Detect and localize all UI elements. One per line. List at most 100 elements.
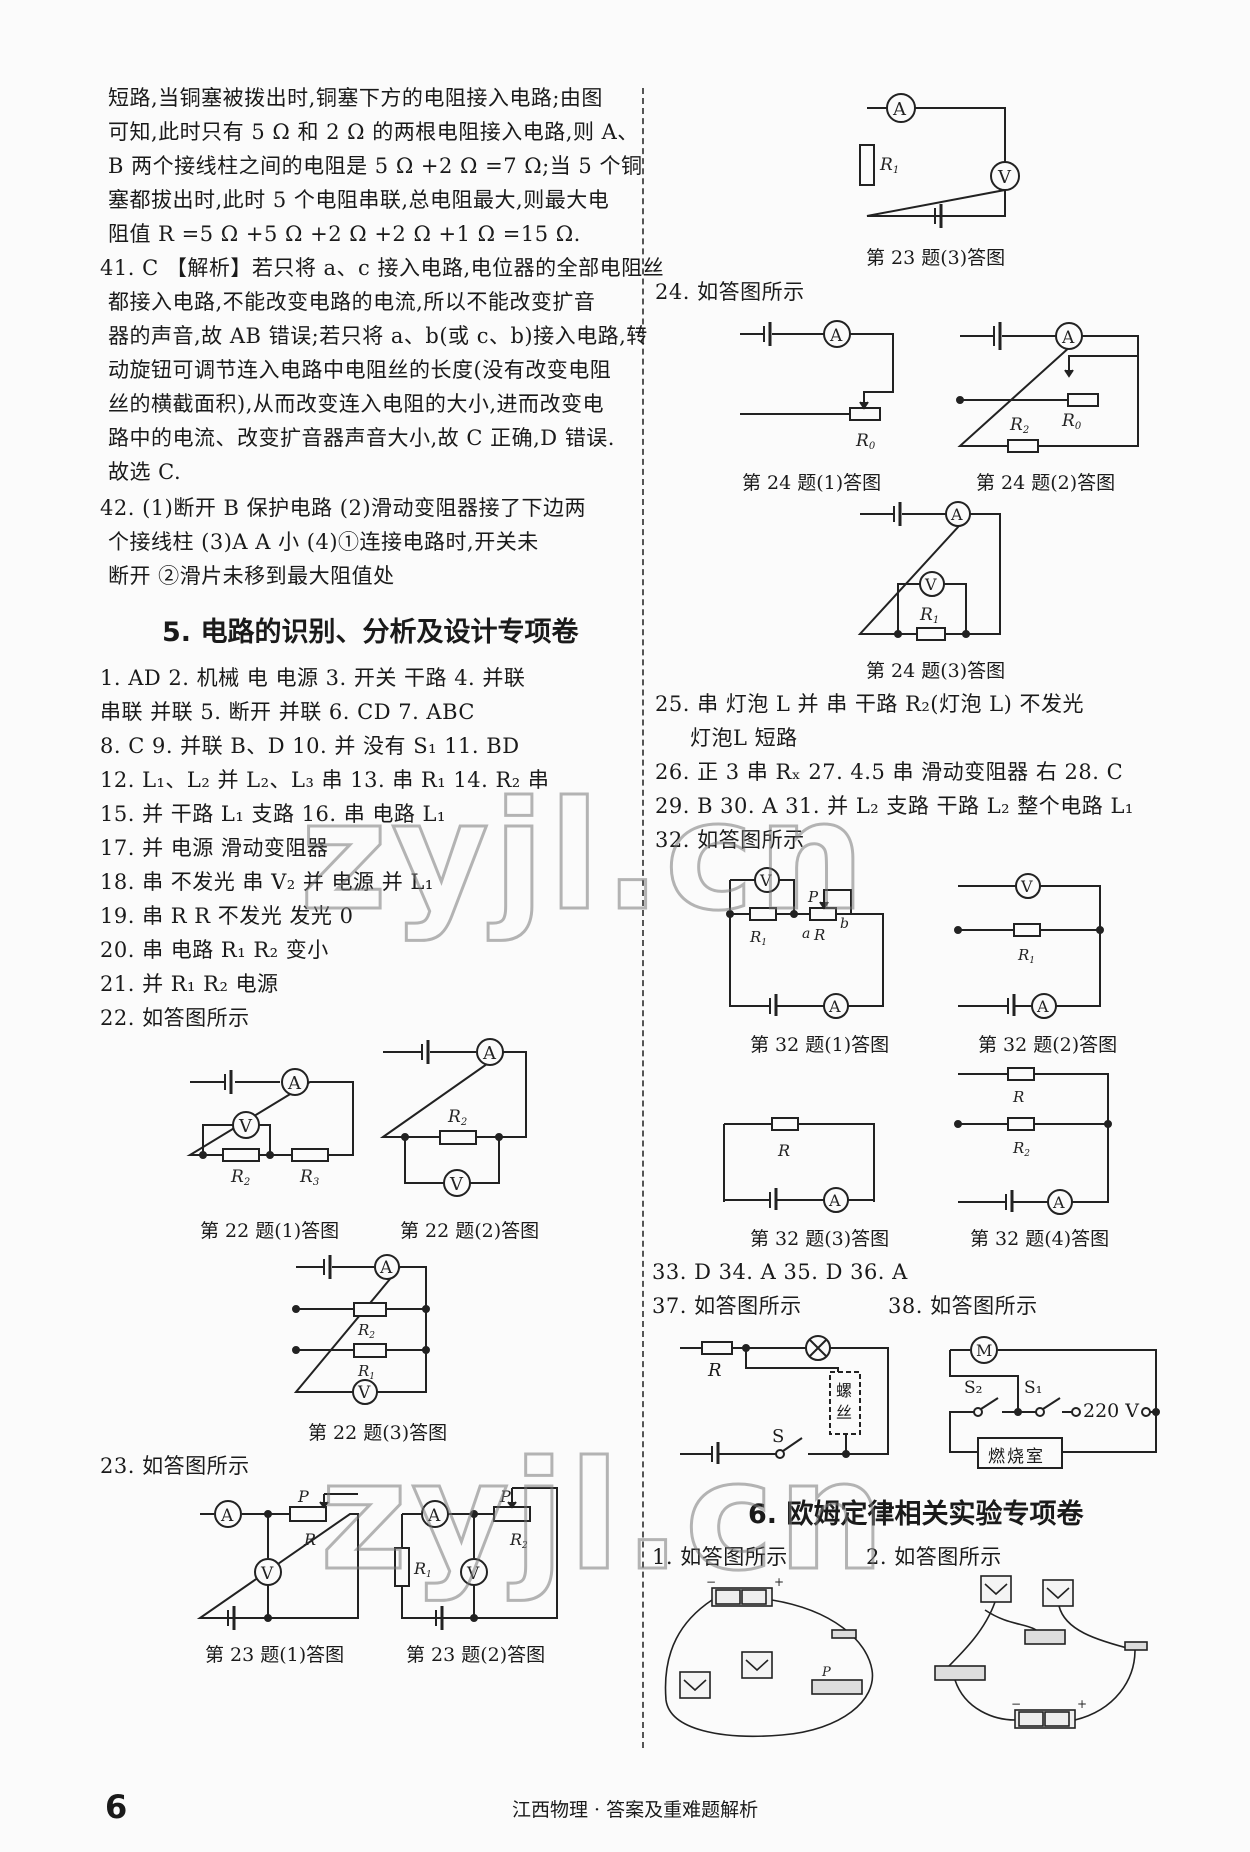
figure-q37: R S 螺丝 bbox=[678, 1330, 908, 1464]
caption-q32-3: 第 32 题(3)答图 bbox=[750, 1228, 890, 1250]
q41-line-6: 路中的电流、改变扩音器声音大小,故 C 正确,D 错误. bbox=[108, 426, 615, 450]
svg-text:−: − bbox=[1011, 1697, 1021, 1711]
svg-text:R3: R3 bbox=[299, 1167, 319, 1188]
s5-answer-line-3: 8. C 9. 并联 B、D 10. 并 没有 S₁ 11. BD bbox=[100, 734, 520, 758]
svg-text:A: A bbox=[828, 1191, 841, 1210]
figure-s6-q2-apparatus: − + bbox=[925, 1570, 1155, 1744]
s5-answer-line-2: 串联 并联 5. 断开 并联 6. CD 7. ABC bbox=[100, 700, 475, 724]
figure-q23-2: A V P R2 R1 bbox=[394, 1486, 570, 1630]
svg-text:R: R bbox=[1012, 1088, 1024, 1106]
q41-line-3: 器的声音,故 AB 错误;若只将 a、b(或 c、b)接入电路,转 bbox=[108, 324, 648, 348]
q24-label: 24. 如答图所示 bbox=[655, 280, 805, 304]
q37-switch-label: S bbox=[772, 1426, 785, 1447]
q25-line-1: 25. 串 灯泡 L 并 串 干路 R₂(灯泡 L) 不发光 bbox=[655, 692, 1084, 716]
svg-text:V: V bbox=[449, 1174, 464, 1195]
s5-answer-line-5: 15. 并 干路 L₁ 支路 16. 串 电路 L₁ bbox=[100, 802, 446, 826]
svg-text:R1: R1 bbox=[357, 1362, 375, 1382]
s6-q2-label: 2. 如答图所示 bbox=[866, 1545, 1002, 1569]
s6-q1-label: 1. 如答图所示 bbox=[652, 1545, 788, 1569]
figure-q22-1: A V R2 R3 bbox=[185, 1068, 375, 1194]
caption-q32-1: 第 32 题(1)答图 bbox=[750, 1034, 890, 1056]
figure-q24-1: A R0 bbox=[738, 320, 908, 456]
svg-text:R0: R0 bbox=[855, 431, 876, 452]
svg-text:P: P bbox=[807, 888, 819, 906]
svg-text:V: V bbox=[238, 1116, 253, 1137]
svg-text:+: + bbox=[1077, 1697, 1087, 1711]
figure-q22-3: A V R2 R1 bbox=[284, 1254, 444, 1409]
svg-text:+: + bbox=[774, 1575, 784, 1589]
s5-answer-line-7: 18. 串 不发光 串 V₂ 并 电源 并 L₁ bbox=[100, 870, 434, 894]
figure-q24-2: A R2 R0 bbox=[956, 318, 1139, 462]
svg-text:A: A bbox=[379, 1258, 393, 1278]
q42-line-2: 个接线柱 (3)A A 小 (4)①连接电路时,开关未 bbox=[108, 530, 539, 554]
svg-text:A: A bbox=[220, 1506, 234, 1526]
svg-text:A: A bbox=[1061, 328, 1075, 348]
svg-text:V: V bbox=[260, 1564, 274, 1584]
caption-q22-1: 第 22 题(1)答图 bbox=[200, 1220, 340, 1242]
q33-36-line: 33. D 34. A 35. D 36. A bbox=[652, 1260, 908, 1284]
svg-text:a: a bbox=[802, 926, 810, 942]
svg-text:R1: R1 bbox=[919, 605, 939, 626]
svg-text:A: A bbox=[482, 1043, 497, 1064]
svg-text:R2: R2 bbox=[230, 1167, 250, 1188]
figure-q32-1: V A R1 a R b P bbox=[716, 866, 896, 1020]
q40-line-2: 可知,此时只有 5 Ω 和 2 Ω 的两根电阻接入电路,则 A、 bbox=[108, 120, 639, 144]
svg-text:V: V bbox=[924, 575, 937, 594]
svg-text:R1: R1 bbox=[879, 155, 899, 176]
svg-text:P: P bbox=[297, 1487, 309, 1506]
svg-text:R2: R2 bbox=[1009, 415, 1029, 436]
caption-q23-1: 第 23 题(1)答图 bbox=[205, 1644, 345, 1666]
q40-line-3: B 两个接线柱之间的电阻是 5 Ω +2 Ω =7 Ω;当 5 个铜 bbox=[108, 154, 643, 178]
q37-resistor-label: R bbox=[708, 1360, 722, 1381]
footer-title: 江西物理 · 答案及重难题解析 bbox=[512, 1799, 759, 1821]
figure-q32-3: A R bbox=[716, 1068, 886, 1213]
q42-line-1: 42. (1)断开 B 保护电路 (2)滑动变阻器接了下边两 bbox=[100, 496, 587, 520]
s5-answer-line-11: 22. 如答图所示 bbox=[100, 1006, 250, 1030]
figure-q22-2: A V R2 bbox=[378, 1038, 538, 1197]
figure-q23-3: A V R1 bbox=[859, 90, 1022, 229]
figure-q23-1: A V P R bbox=[196, 1486, 368, 1630]
caption-q32-2: 第 32 题(2)答图 bbox=[978, 1034, 1118, 1056]
s5-answer-line-1: 1. AD 2. 机械 电 电源 3. 开关 干路 4. 并联 bbox=[100, 666, 526, 690]
svg-text:A: A bbox=[427, 1506, 441, 1526]
svg-text:−: − bbox=[706, 1575, 716, 1589]
s5-answer-line-8: 19. 串 R R 不发光 发光 0 bbox=[100, 904, 354, 928]
caption-q22-3: 第 22 题(3)答图 bbox=[308, 1422, 448, 1444]
svg-text:P: P bbox=[821, 1665, 831, 1680]
svg-text:R1: R1 bbox=[1017, 946, 1035, 966]
q38-s2-label: S₂ bbox=[964, 1378, 983, 1398]
figure-q24-3: A V R1 bbox=[856, 500, 1006, 644]
svg-text:M: M bbox=[976, 1341, 992, 1360]
svg-text:V: V bbox=[357, 1383, 371, 1403]
q41-line-1: 41. C 【解析】若只将 a、c 接入电路,电位器的全部电阻丝 bbox=[100, 256, 665, 280]
q41-line-5: 丝的横截面积),从而改变连入电阻的大小,进而改变电 bbox=[108, 392, 605, 416]
svg-text:A: A bbox=[828, 997, 841, 1016]
svg-text:A: A bbox=[950, 505, 963, 524]
svg-text:V: V bbox=[997, 167, 1012, 188]
svg-text:R2: R2 bbox=[447, 1107, 467, 1128]
svg-text:A: A bbox=[1052, 1193, 1065, 1212]
caption-q23-2: 第 23 题(2)答图 bbox=[406, 1644, 546, 1666]
caption-q32-4: 第 32 题(4)答图 bbox=[970, 1228, 1110, 1250]
q41-line-4: 动旋钮可调节连入电路中电阻丝的长度(没有改变电阻 bbox=[108, 358, 612, 382]
svg-text:R2: R2 bbox=[357, 1321, 375, 1341]
caption-q24-3: 第 24 题(3)答图 bbox=[866, 660, 1006, 682]
q38-s1-label: S₁ bbox=[1024, 1378, 1043, 1398]
column-divider bbox=[642, 88, 644, 1748]
caption-q22-2: 第 22 题(2)答图 bbox=[400, 1220, 540, 1242]
q41-line-7: 故选 C. bbox=[108, 460, 182, 484]
q38-chamber-label: 燃烧室 bbox=[988, 1447, 1045, 1467]
svg-text:A: A bbox=[829, 326, 843, 346]
svg-text:R2: R2 bbox=[1012, 1139, 1030, 1159]
svg-text:b: b bbox=[840, 916, 849, 932]
s5-answer-line-10: 21. 并 R₁ R₂ 电源 bbox=[100, 972, 279, 996]
page-number: 6 bbox=[105, 1788, 128, 1826]
q23-label: 23. 如答图所示 bbox=[100, 1454, 250, 1478]
svg-text:P: P bbox=[499, 1487, 511, 1506]
figure-s6-q1-apparatus: − + P bbox=[662, 1575, 882, 1744]
q38-label: 38. 如答图所示 bbox=[888, 1294, 1038, 1318]
figure-q38: M S₂ S₁ 220 V 燃烧室 bbox=[942, 1334, 1162, 1469]
q42-line-3: 断开 ②滑片未移到最大阻值处 bbox=[108, 564, 395, 588]
svg-text:R: R bbox=[777, 1141, 790, 1160]
